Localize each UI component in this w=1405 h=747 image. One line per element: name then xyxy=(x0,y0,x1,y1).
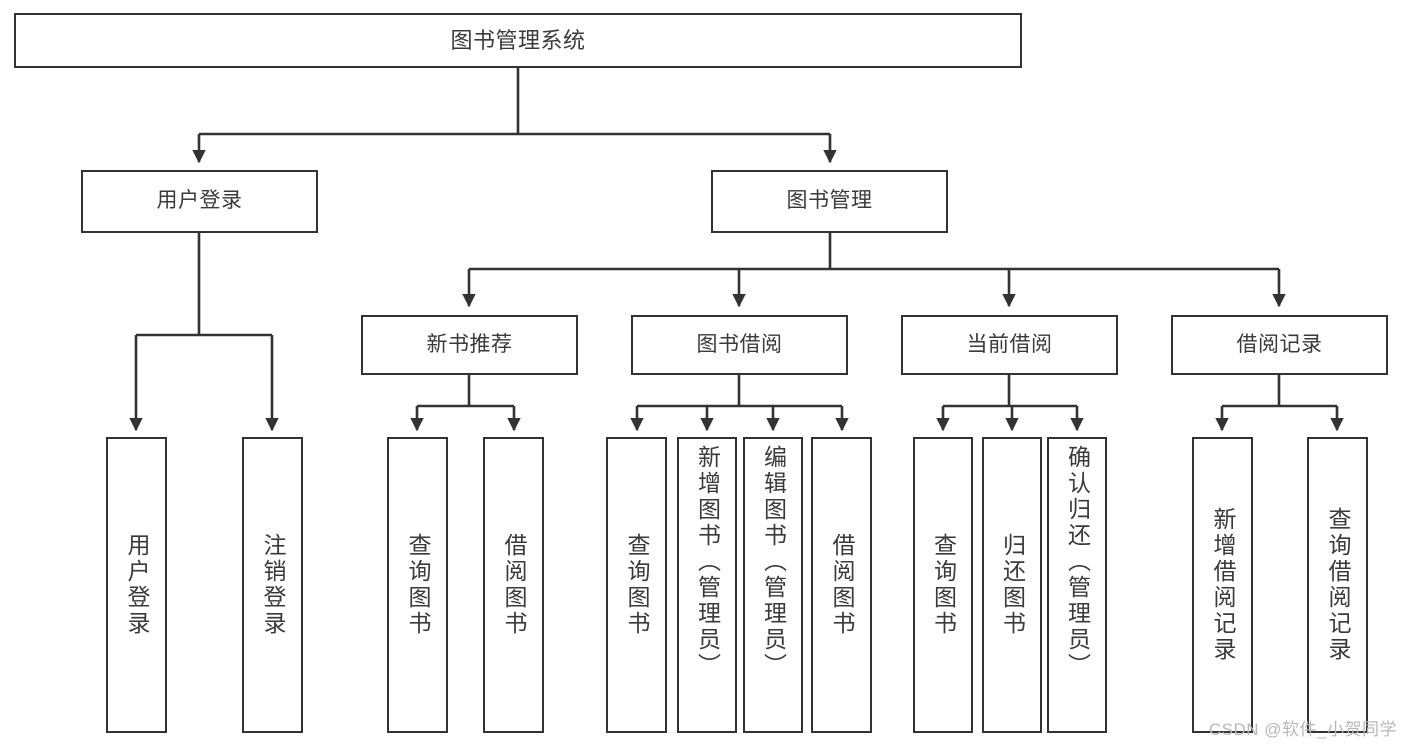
node-leaf-borrow-book-2[interactable]: 借阅图书 xyxy=(811,437,872,733)
watermark-text: CSDN @软件_小贺同学 xyxy=(1208,720,1397,739)
node-borrow-record[interactable]: 借阅记录 xyxy=(1171,315,1388,375)
node-leaf-logout[interactable]: 注销登录 xyxy=(242,437,303,733)
node-book-management[interactable]: 图书管理 xyxy=(711,170,948,233)
node-leaf-add-record[interactable]: 新增借阅记录 xyxy=(1192,437,1253,733)
node-label: 当前借阅 xyxy=(966,332,1053,356)
node-label: 归还图书 xyxy=(999,533,1026,637)
node-label: 借阅记录 xyxy=(1236,332,1323,356)
node-label: 编辑图书（管理员） xyxy=(760,445,787,679)
node-book-borrow[interactable]: 图书借阅 xyxy=(631,315,848,375)
node-label: 新增图书（管理员） xyxy=(694,445,721,679)
node-label: 图书借阅 xyxy=(696,332,783,356)
node-current-borrow[interactable]: 当前借阅 xyxy=(901,315,1118,375)
node-label: 新增借阅记录 xyxy=(1210,507,1236,663)
node-label: 查询图书 xyxy=(624,533,650,637)
node-label: 借阅图书 xyxy=(501,533,527,637)
node-label: 新书推荐 xyxy=(426,332,513,356)
node-label: 用户登录 xyxy=(156,189,243,213)
node-new-book-recommend[interactable]: 新书推荐 xyxy=(361,315,578,375)
node-label: 查询图书 xyxy=(405,533,431,637)
node-label: 用户登录 xyxy=(124,533,150,637)
node-leaf-return-book[interactable]: 归还图书 xyxy=(982,437,1042,733)
node-label: 注销登录 xyxy=(260,533,286,637)
node-leaf-query-book-2[interactable]: 查询图书 xyxy=(606,437,667,733)
node-label: 确认归还（管理员） xyxy=(1064,445,1091,679)
node-label: 查询图书 xyxy=(930,533,957,637)
node-leaf-query-book-1[interactable]: 查询图书 xyxy=(387,437,448,733)
node-leaf-query-book-3[interactable]: 查询图书 xyxy=(913,437,973,733)
node-leaf-confirm-return[interactable]: 确认归还（管理员） xyxy=(1047,437,1107,733)
node-root-system[interactable]: 图书管理系统 xyxy=(14,13,1022,68)
node-leaf-edit-book[interactable]: 编辑图书（管理员） xyxy=(743,437,803,733)
node-leaf-user-login[interactable]: 用户登录 xyxy=(106,437,167,733)
node-label: 图书管理 xyxy=(786,189,873,213)
node-label: 借阅图书 xyxy=(829,533,855,637)
node-label: 查询借阅记录 xyxy=(1325,507,1351,663)
node-leaf-query-record[interactable]: 查询借阅记录 xyxy=(1307,437,1368,733)
node-user-login[interactable]: 用户登录 xyxy=(81,170,318,233)
node-leaf-add-book[interactable]: 新增图书（管理员） xyxy=(677,437,737,733)
node-leaf-borrow-book-1[interactable]: 借阅图书 xyxy=(483,437,544,733)
node-label: 图书管理系统 xyxy=(450,27,586,53)
